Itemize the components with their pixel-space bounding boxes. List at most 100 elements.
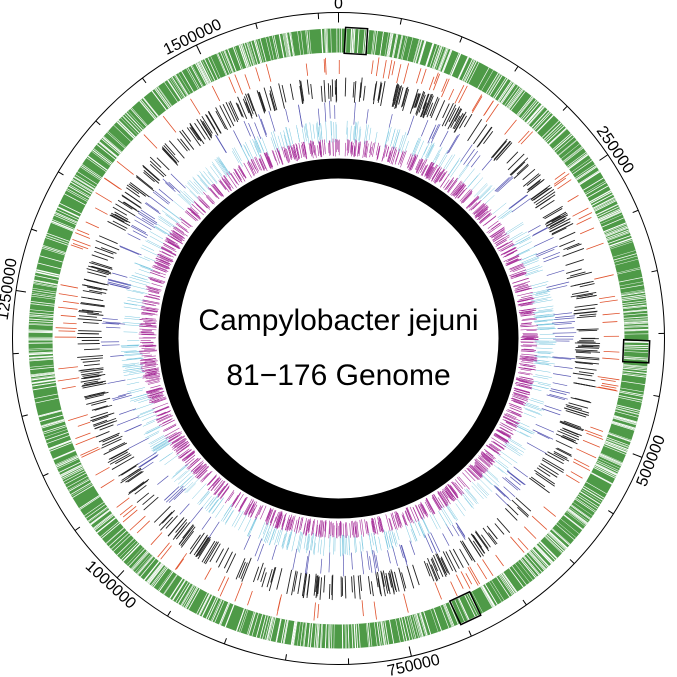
cyan-feature-mark bbox=[181, 476, 195, 490]
black-feature-track bbox=[76, 77, 601, 601]
gene-gap bbox=[624, 321, 649, 324]
gene-gap bbox=[289, 32, 294, 57]
red-feature-mark bbox=[485, 103, 499, 123]
blue-feature-mark bbox=[168, 181, 181, 194]
black-feature-mark bbox=[180, 526, 196, 546]
gene-gap bbox=[331, 624, 333, 649]
blue-feature-mark bbox=[375, 555, 380, 572]
cyan-feature-mark bbox=[257, 136, 266, 157]
magenta-feature-mark bbox=[424, 501, 431, 513]
gene-gap bbox=[32, 289, 57, 295]
magenta-feature-mark bbox=[523, 301, 534, 304]
magenta-feature-mark bbox=[406, 508, 412, 521]
magenta-feature-mark bbox=[142, 299, 160, 304]
gene-gap bbox=[30, 366, 54, 371]
gene-gap bbox=[536, 115, 554, 133]
black-feature-mark bbox=[566, 405, 590, 414]
cyan-feature-mark bbox=[266, 526, 274, 543]
cyan-feature-mark bbox=[413, 520, 421, 537]
black-feature-mark bbox=[327, 83, 330, 99]
blue-feature-mark bbox=[366, 109, 369, 124]
black-feature-mark bbox=[540, 463, 559, 475]
red-feature-mark bbox=[460, 571, 471, 589]
gene-gap bbox=[539, 540, 558, 559]
magenta-feature-mark bbox=[517, 299, 528, 303]
gene-gap bbox=[362, 29, 366, 54]
gene-gap bbox=[122, 544, 141, 562]
magenta-feature-mark bbox=[156, 413, 172, 421]
gene-gap bbox=[90, 510, 111, 526]
magenta-feature-mark bbox=[237, 168, 246, 182]
red-feature-mark bbox=[554, 171, 566, 180]
cyan-feature-mark bbox=[536, 323, 555, 326]
black-feature-mark bbox=[507, 153, 525, 171]
gene-gap bbox=[624, 348, 649, 350]
black-feature-mark bbox=[131, 480, 147, 493]
gene-gap bbox=[562, 146, 583, 162]
gene-gap bbox=[604, 225, 628, 235]
magenta-feature-mark bbox=[517, 303, 532, 307]
magenta-feature-mark bbox=[513, 387, 530, 393]
magenta-feature-mark bbox=[180, 218, 192, 227]
blue-feature-mark bbox=[553, 365, 573, 369]
magenta-feature-mark bbox=[349, 523, 351, 538]
gene-gap bbox=[240, 609, 249, 633]
gene-gap bbox=[623, 356, 648, 359]
magenta-feature-mark bbox=[317, 524, 320, 537]
cyan-feature-mark bbox=[288, 128, 294, 144]
magenta-feature-mark bbox=[149, 278, 162, 284]
black-feature-mark bbox=[453, 113, 464, 130]
black-feature-mark bbox=[194, 122, 206, 140]
blue-feature-mark bbox=[179, 503, 190, 515]
gene-gap bbox=[124, 113, 142, 132]
gene-gap bbox=[594, 464, 617, 476]
magenta-feature-mark bbox=[426, 164, 434, 177]
black-feature-mark bbox=[486, 525, 498, 540]
magenta-feature-mark bbox=[353, 145, 355, 157]
cyan-feature-mark bbox=[433, 153, 440, 166]
gene-gap bbox=[555, 523, 575, 541]
red-feature-mark bbox=[450, 581, 458, 597]
gene-gap bbox=[29, 315, 54, 319]
magenta-feature-mark bbox=[488, 223, 502, 234]
cyan-feature-mark bbox=[348, 535, 350, 551]
magenta-feature-mark bbox=[506, 412, 517, 419]
magenta-feature-mark bbox=[290, 517, 294, 530]
cyan-feature-mark bbox=[154, 227, 166, 235]
red-feature-mark bbox=[476, 563, 488, 580]
gene-gap bbox=[618, 397, 642, 403]
black-feature-mark bbox=[178, 529, 191, 545]
gene-gap bbox=[442, 49, 452, 73]
black-feature-mark bbox=[377, 572, 382, 597]
magenta-feature-mark bbox=[507, 255, 520, 262]
gene-gap bbox=[45, 431, 69, 441]
red-feature-mark bbox=[428, 76, 435, 91]
gene-gap bbox=[125, 112, 143, 131]
black-feature-mark bbox=[142, 494, 155, 506]
black-feature-mark bbox=[112, 220, 128, 229]
magenta-feature-mark bbox=[445, 490, 453, 501]
cyan-feature-mark bbox=[122, 362, 140, 366]
cyan-feature-mark bbox=[248, 517, 258, 538]
black-feature-mark bbox=[237, 96, 248, 119]
cyan-feature-mark bbox=[538, 327, 555, 330]
magenta-feature-mark bbox=[147, 380, 160, 384]
magenta-feature-mark bbox=[213, 480, 223, 491]
gene-gap bbox=[543, 122, 562, 140]
magenta-feature-mark bbox=[218, 180, 227, 191]
magenta-feature-track bbox=[138, 138, 539, 539]
magenta-feature-mark bbox=[154, 261, 170, 269]
cyan-feature-mark bbox=[149, 231, 164, 240]
black-feature-mark bbox=[423, 560, 431, 577]
magenta-feature-mark bbox=[454, 479, 464, 489]
gene-gap bbox=[33, 280, 58, 286]
cyan-feature-mark bbox=[507, 437, 522, 447]
gene-gap bbox=[618, 277, 643, 283]
red-feature-mark bbox=[565, 474, 580, 484]
cyan-feature-mark bbox=[161, 210, 180, 224]
magenta-feature-mark bbox=[372, 142, 376, 157]
gene-gap bbox=[30, 372, 55, 376]
magenta-feature-mark bbox=[175, 444, 188, 453]
cyan-feature-mark bbox=[269, 525, 277, 546]
magenta-feature-mark bbox=[178, 451, 189, 459]
